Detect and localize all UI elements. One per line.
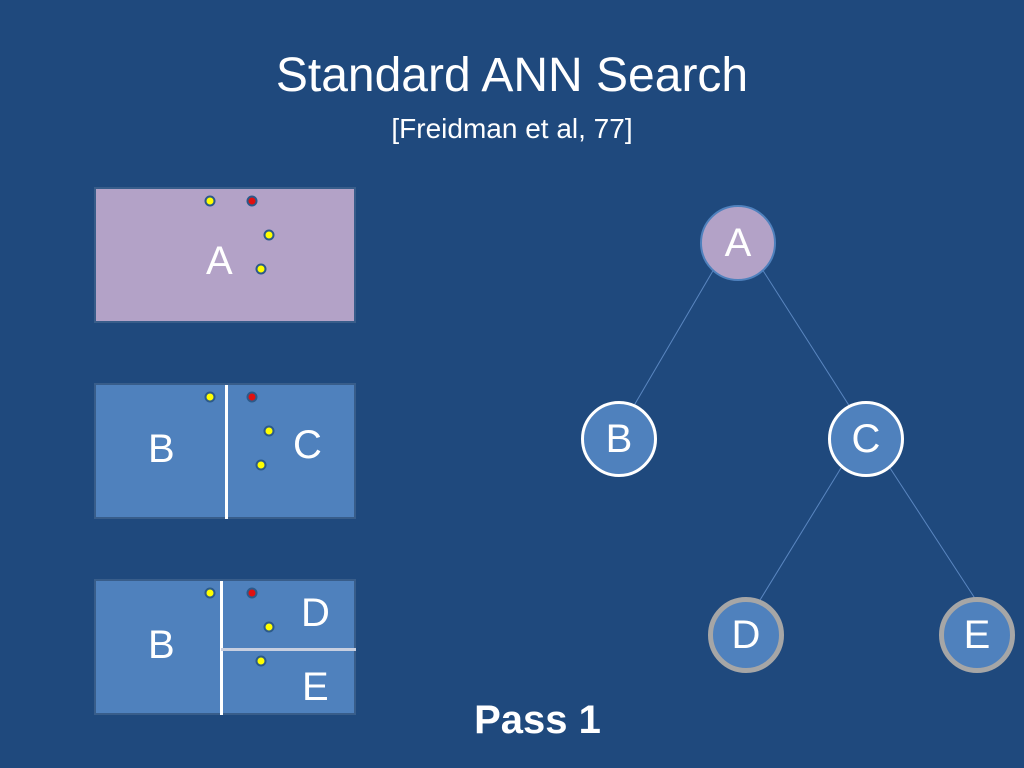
data-point xyxy=(255,655,267,667)
partition-panel-a: A xyxy=(94,187,356,323)
split-line xyxy=(225,385,228,519)
partition-panel-bde: B D E xyxy=(94,579,356,715)
tree-node-d: D xyxy=(708,597,784,673)
data-point xyxy=(263,425,275,437)
region-label-a: A xyxy=(206,239,233,283)
pass-label: Pass 1 xyxy=(474,698,601,742)
tree-node-b: B xyxy=(581,401,657,477)
slide-title: Standard ANN Search xyxy=(275,49,749,102)
tree-edge-c-e xyxy=(889,467,977,601)
tree-node-a: A xyxy=(700,205,776,281)
data-point xyxy=(204,391,216,403)
slide-subtitle: [Freidman et al, 77] xyxy=(391,113,633,144)
data-point xyxy=(204,195,216,207)
query-point xyxy=(246,391,258,403)
tree-edge-a-b xyxy=(631,268,715,410)
tree-node-c: C xyxy=(828,401,904,477)
tree-edge-a-c xyxy=(761,268,851,408)
data-point xyxy=(255,263,267,275)
data-point xyxy=(263,229,275,241)
region-label-b: B xyxy=(148,427,175,471)
region-label-d: D xyxy=(301,591,330,635)
query-point xyxy=(246,195,258,207)
split-line xyxy=(221,648,356,651)
tree-node-e: E xyxy=(939,597,1015,673)
region-label-e: E xyxy=(302,665,329,709)
data-point xyxy=(263,621,275,633)
region-label-b: B xyxy=(148,623,175,667)
region-label-c: C xyxy=(293,423,322,467)
partition-panel-bc: B C xyxy=(94,383,356,519)
data-point xyxy=(255,459,267,471)
query-point xyxy=(246,587,258,599)
tree-edge-c-d xyxy=(759,467,842,601)
data-point xyxy=(204,587,216,599)
